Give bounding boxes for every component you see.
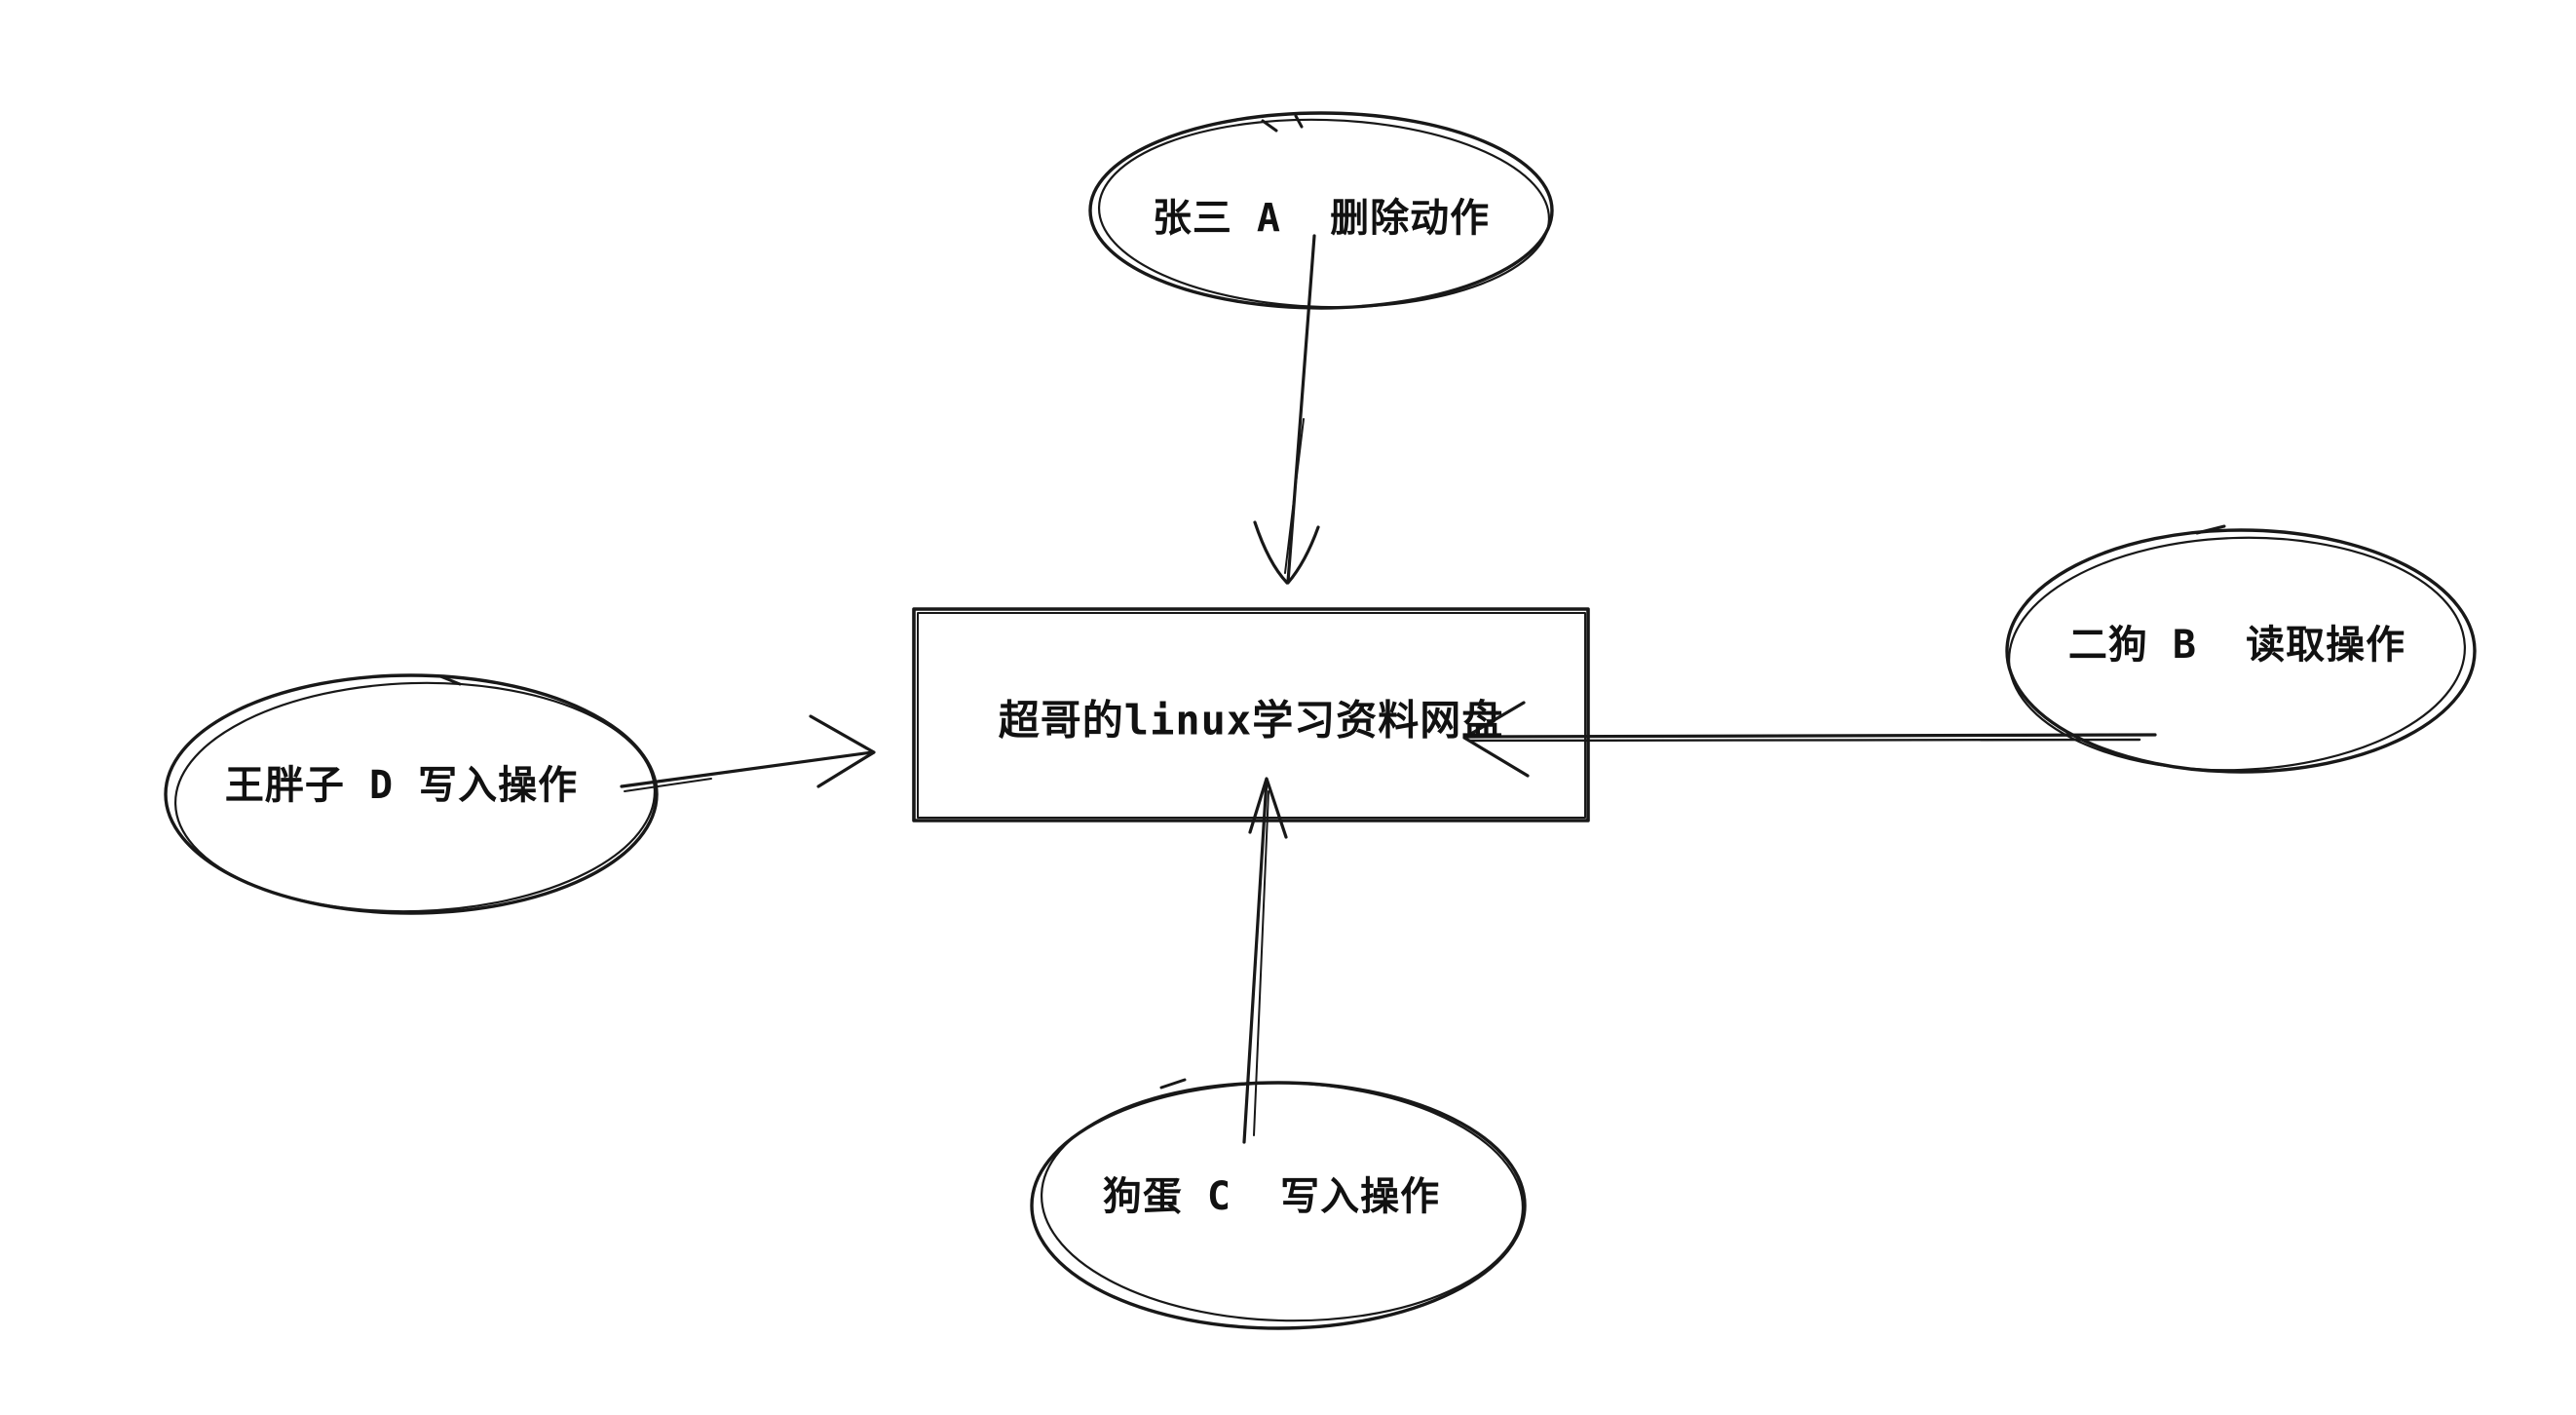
arrow-c-to-box [1242, 777, 1288, 1144]
arrow-a-to-box [1253, 234, 1320, 585]
arrow-b-to-box [1462, 701, 2157, 778]
actor-d-ellipse [164, 673, 659, 915]
actor-a-label: 张三 A 删除动作 [1152, 196, 1491, 241]
actor-c-label: 狗蛋 C 写入操作 [1102, 1174, 1441, 1219]
actor-b-ellipse [2005, 524, 2477, 774]
actor-a-ellipse [1088, 111, 1554, 310]
actor-d-label: 王胖子 D 写入操作 [224, 763, 579, 808]
actor-c-ellipse [1030, 1078, 1527, 1330]
storage-box-label: 超哥的linux学习资料网盘 [998, 696, 1504, 745]
storage-box-rect [912, 607, 1590, 822]
arrow-d-to-box [620, 714, 876, 792]
actor-b-label: 二狗 B 读取操作 [2067, 623, 2406, 668]
